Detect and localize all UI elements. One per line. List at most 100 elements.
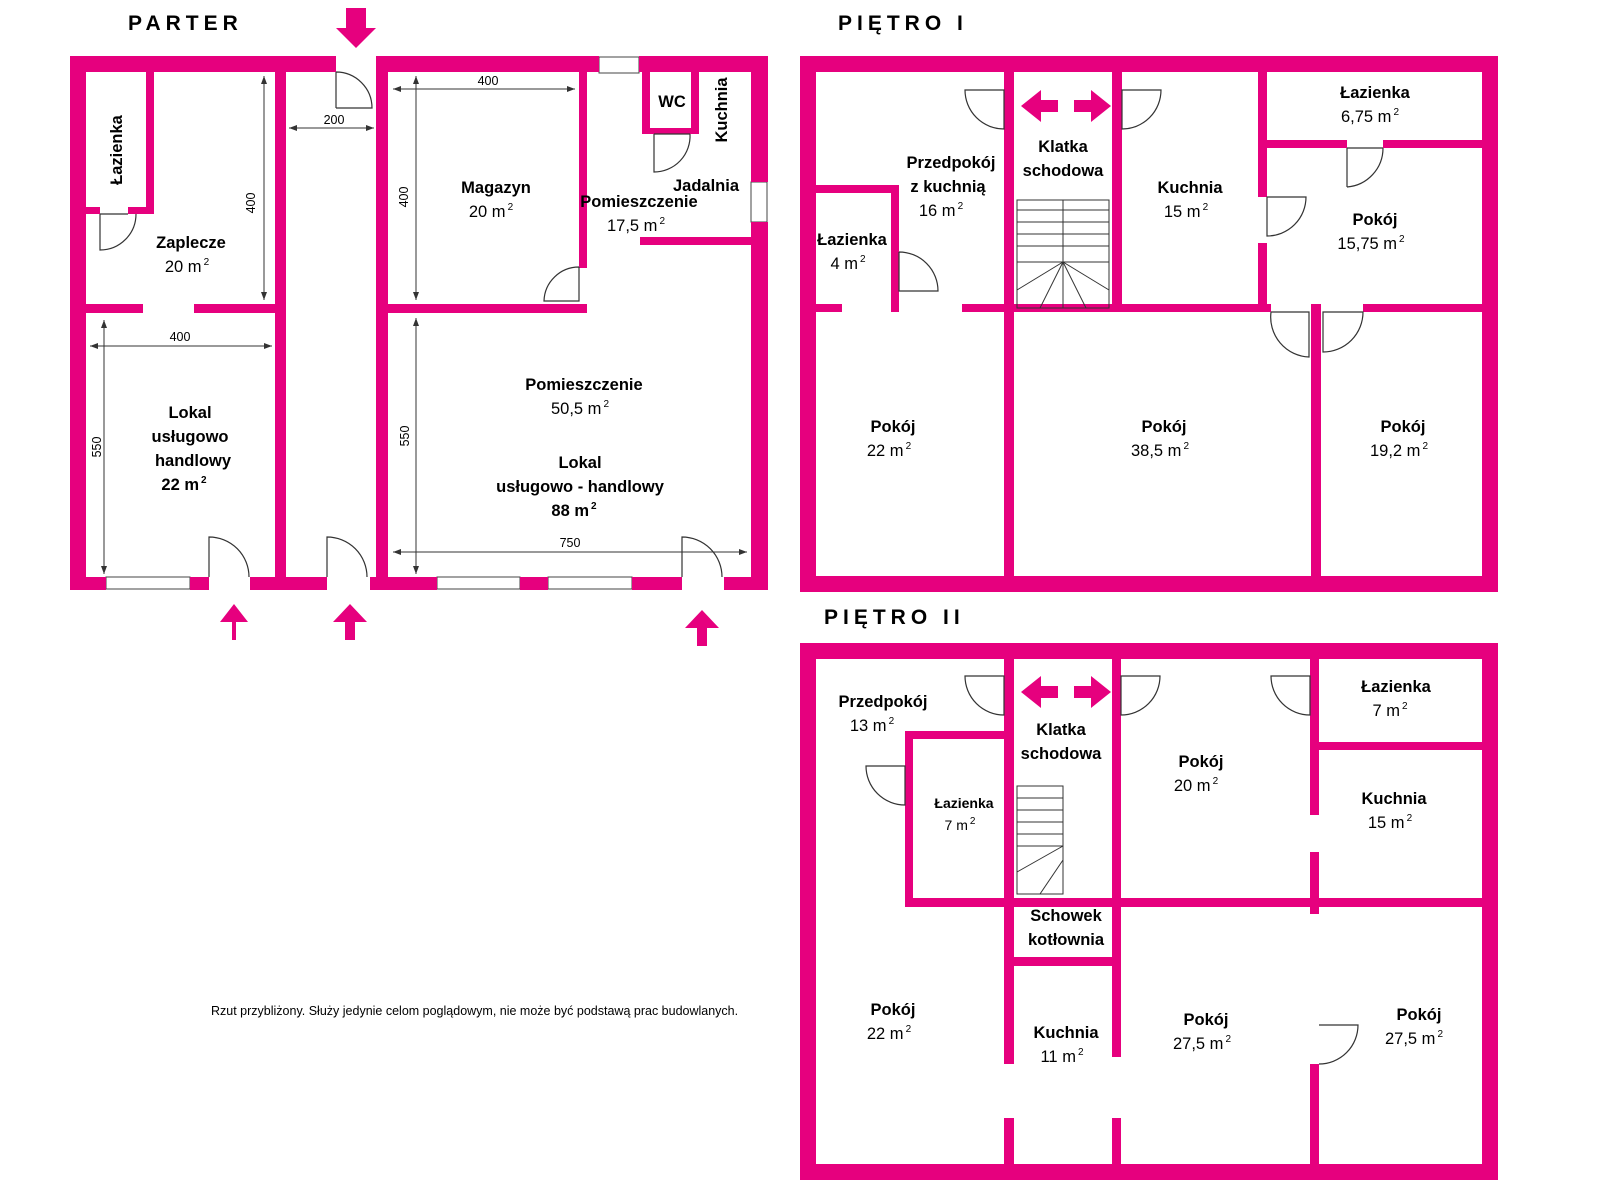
window-parter-side bbox=[750, 181, 768, 223]
staircase bbox=[1016, 199, 1110, 309]
title-pietro-1: PIĘTRO I bbox=[838, 12, 968, 35]
door-p2-lazienka-top bbox=[1270, 675, 1311, 716]
room-label: Pokój bbox=[1397, 1006, 1442, 1024]
room-label: Pokój bbox=[871, 1001, 916, 1019]
arrow-up-icon bbox=[685, 610, 719, 646]
room-label: Łazienka bbox=[1340, 84, 1411, 102]
room-label: Klatka bbox=[1038, 138, 1088, 156]
room-label: Pokój bbox=[1381, 418, 1426, 436]
room-label: Łazienka bbox=[817, 231, 888, 249]
room-label: WC bbox=[658, 93, 686, 111]
room-label: Pokój bbox=[1179, 753, 1224, 771]
door-p1-lazienka-top bbox=[1346, 147, 1384, 188]
window-parter-1 bbox=[105, 576, 191, 590]
room-label: Kuchnia bbox=[1033, 1024, 1099, 1042]
room-label: Klatka bbox=[1036, 721, 1086, 739]
room-label: Kuchnia bbox=[1157, 179, 1223, 197]
room-label: Pomieszczenie bbox=[580, 193, 697, 211]
staircase bbox=[1016, 785, 1064, 895]
room-label: usługowo - handlowy bbox=[496, 478, 665, 496]
room-label: usługowo bbox=[152, 428, 229, 446]
room-label: Kuchnia bbox=[713, 77, 731, 143]
room-label: Przedpokój bbox=[907, 154, 996, 172]
door-p2-przedpokoj bbox=[964, 675, 1005, 716]
room-label: Jadalnia bbox=[673, 177, 740, 195]
door-p2-pokoj-c bbox=[1318, 1024, 1359, 1065]
door-parter-main bbox=[681, 536, 723, 578]
room-label: Schowek bbox=[1030, 907, 1102, 925]
room-label: Pokój bbox=[1353, 211, 1398, 229]
room-label: Pokój bbox=[871, 418, 916, 436]
window-parter-top bbox=[598, 56, 640, 74]
dimension-label: 400 bbox=[244, 193, 258, 214]
arrow-left-icon bbox=[1021, 90, 1058, 122]
dimension-label: 550 bbox=[90, 437, 104, 458]
door-parter-magazyn bbox=[543, 266, 580, 302]
window-parter-3 bbox=[547, 576, 633, 590]
room-label: Przedpokój bbox=[839, 693, 928, 711]
disclaimer-text: Rzut przybliżony. Służy jedynie celom po… bbox=[211, 1004, 738, 1018]
room-label: kotłownia bbox=[1028, 931, 1105, 949]
door-parter-wc bbox=[653, 133, 691, 173]
door-parter-entrance-top bbox=[335, 71, 373, 109]
door-p1-lazienka bbox=[898, 251, 939, 292]
arrow-left-icon bbox=[1021, 676, 1058, 708]
room-label: Łazienka bbox=[934, 795, 993, 811]
arrow-up-icon bbox=[220, 604, 248, 640]
door-p1-pokoj bbox=[1266, 196, 1307, 237]
door-p1-pokoj-d bbox=[1322, 311, 1364, 353]
door-p2-lazienka bbox=[865, 765, 906, 806]
dimension-label: 400 bbox=[170, 330, 191, 344]
door-p1-pokoj-c bbox=[1270, 311, 1310, 358]
room-label: Lokal bbox=[168, 404, 211, 422]
room-label: Lokal bbox=[558, 454, 601, 472]
arrow-down-icon bbox=[336, 8, 376, 48]
dimension-label: 200 bbox=[324, 113, 345, 127]
door-parter-lazienka bbox=[99, 213, 137, 251]
door-p1-przedpokoj bbox=[964, 89, 1005, 130]
room-label: Łazienka bbox=[108, 114, 126, 185]
arrow-up-icon bbox=[333, 604, 367, 640]
window-parter-2 bbox=[436, 576, 521, 590]
parter-plan: 200 400 400 750 400 400 550 550 Łazienka… bbox=[70, 8, 768, 646]
room-label: Zaplecze bbox=[156, 234, 226, 252]
dimension-label: 400 bbox=[397, 187, 411, 208]
room-label: Magazyn bbox=[461, 179, 531, 197]
door-p2-pokoj bbox=[1120, 675, 1161, 716]
room-label: Pomieszczenie bbox=[525, 376, 642, 394]
room-label: Pokój bbox=[1184, 1011, 1229, 1029]
door-parter-corridor bbox=[326, 536, 368, 578]
room-label: handlowy bbox=[155, 452, 232, 470]
title-pietro-2: PIĘTRO II bbox=[824, 606, 965, 629]
dimension-label: 550 bbox=[398, 426, 412, 447]
room-label: Pokój bbox=[1142, 418, 1187, 436]
door-p1-kuchnia bbox=[1121, 89, 1162, 130]
dimension-label: 400 bbox=[478, 74, 499, 88]
arrow-right-icon bbox=[1074, 90, 1111, 122]
title-parter: PARTER bbox=[128, 12, 243, 35]
room-label: Kuchnia bbox=[1361, 790, 1427, 808]
